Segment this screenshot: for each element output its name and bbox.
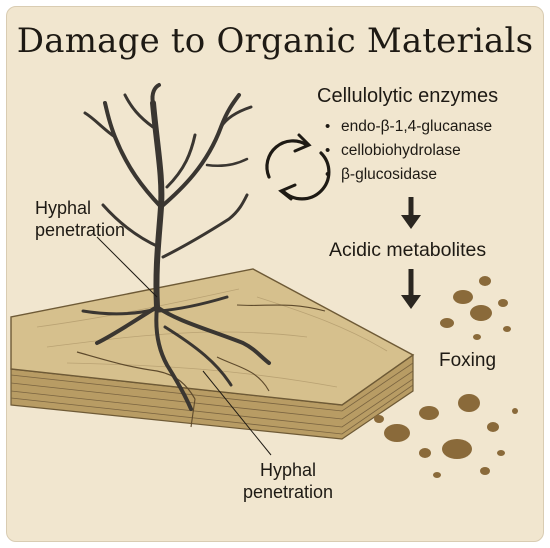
enzyme-item: cellobiohydrolase xyxy=(325,139,492,163)
leader-line-top xyxy=(96,236,158,298)
hyphal-penetration-label-top: Hyphal penetration xyxy=(35,197,125,241)
diagram-artwork xyxy=(10,83,518,478)
cycle-arrows-icon xyxy=(265,133,331,201)
enzymes-heading: Cellulolytic enzymes xyxy=(317,85,499,107)
label-line: penetration xyxy=(243,482,334,502)
diagram-title: Damage to Organic Materials xyxy=(16,21,534,61)
label-line: Hyphal xyxy=(260,460,317,480)
acidic-metabolites-label: Acidic metabolites xyxy=(329,239,487,261)
down-arrow-icon xyxy=(401,197,421,229)
label-line: Hyphal xyxy=(35,198,92,218)
fungal-hyphae xyxy=(81,83,271,411)
hyphal-penetration-label-bottom: Hyphal penetration xyxy=(243,459,333,503)
leader-line-bottom xyxy=(202,370,272,456)
foxing-spots xyxy=(374,276,518,478)
down-arrow-icon xyxy=(401,269,421,309)
enzyme-list: endo-β-1,4-glucanase cellobiohydrolase β… xyxy=(325,115,492,187)
enzyme-item: endo-β-1,4-glucanase xyxy=(325,115,492,139)
paper-stack xyxy=(10,268,415,440)
diagram-frame: Damage to Organic Materials Cellulolytic… xyxy=(6,6,544,542)
foxing-label: Foxing xyxy=(439,350,497,371)
enzyme-item: β-glucosidase xyxy=(325,163,492,187)
label-line: penetration xyxy=(35,220,126,240)
